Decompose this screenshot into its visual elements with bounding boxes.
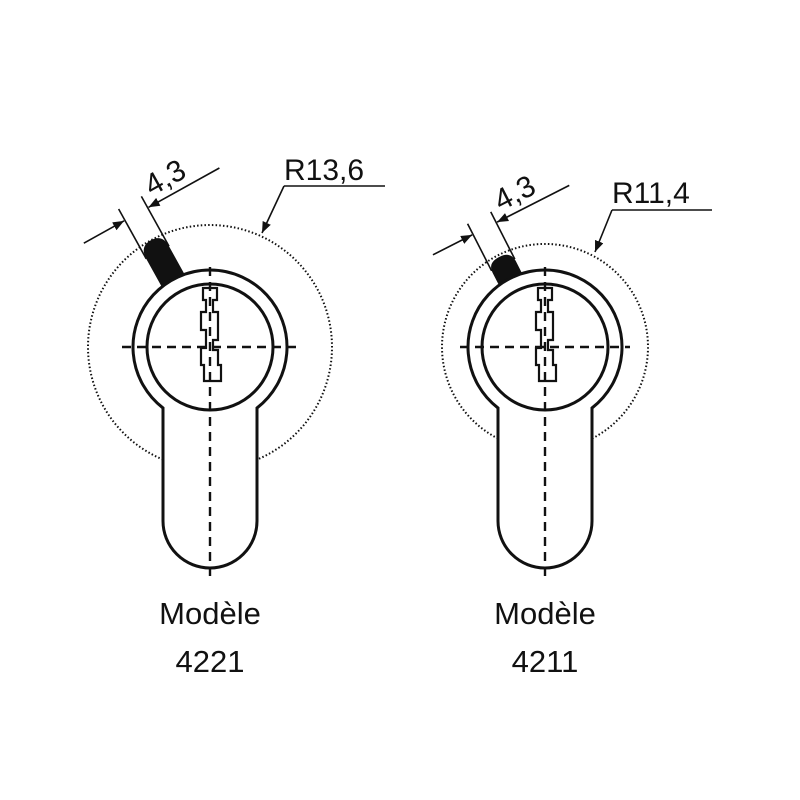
model-number: 4221	[176, 644, 245, 679]
profile-outline	[466, 268, 624, 570]
cam-width-dimension: 4,3	[139, 153, 191, 202]
cam-width-dimension: 4,3	[489, 169, 541, 217]
radius-leader-left: R13,6	[261, 154, 385, 234]
model-4211-figure: 4,3	[432, 169, 649, 582]
radius-leader-right: R11,4	[594, 177, 712, 253]
model-label: Modèle	[494, 596, 596, 631]
model-4221-figure: 4,3	[83, 153, 333, 582]
radius-dimension: R13,6	[284, 154, 364, 187]
cam: 4,3	[83, 153, 220, 287]
profile-outline	[131, 268, 289, 570]
radius-dimension: R11,4	[612, 177, 690, 210]
cam-rotation-circle	[441, 243, 649, 440]
cam: 4,3	[432, 169, 570, 286]
model-label: Modèle	[159, 596, 261, 631]
model-number: 4211	[512, 644, 579, 679]
